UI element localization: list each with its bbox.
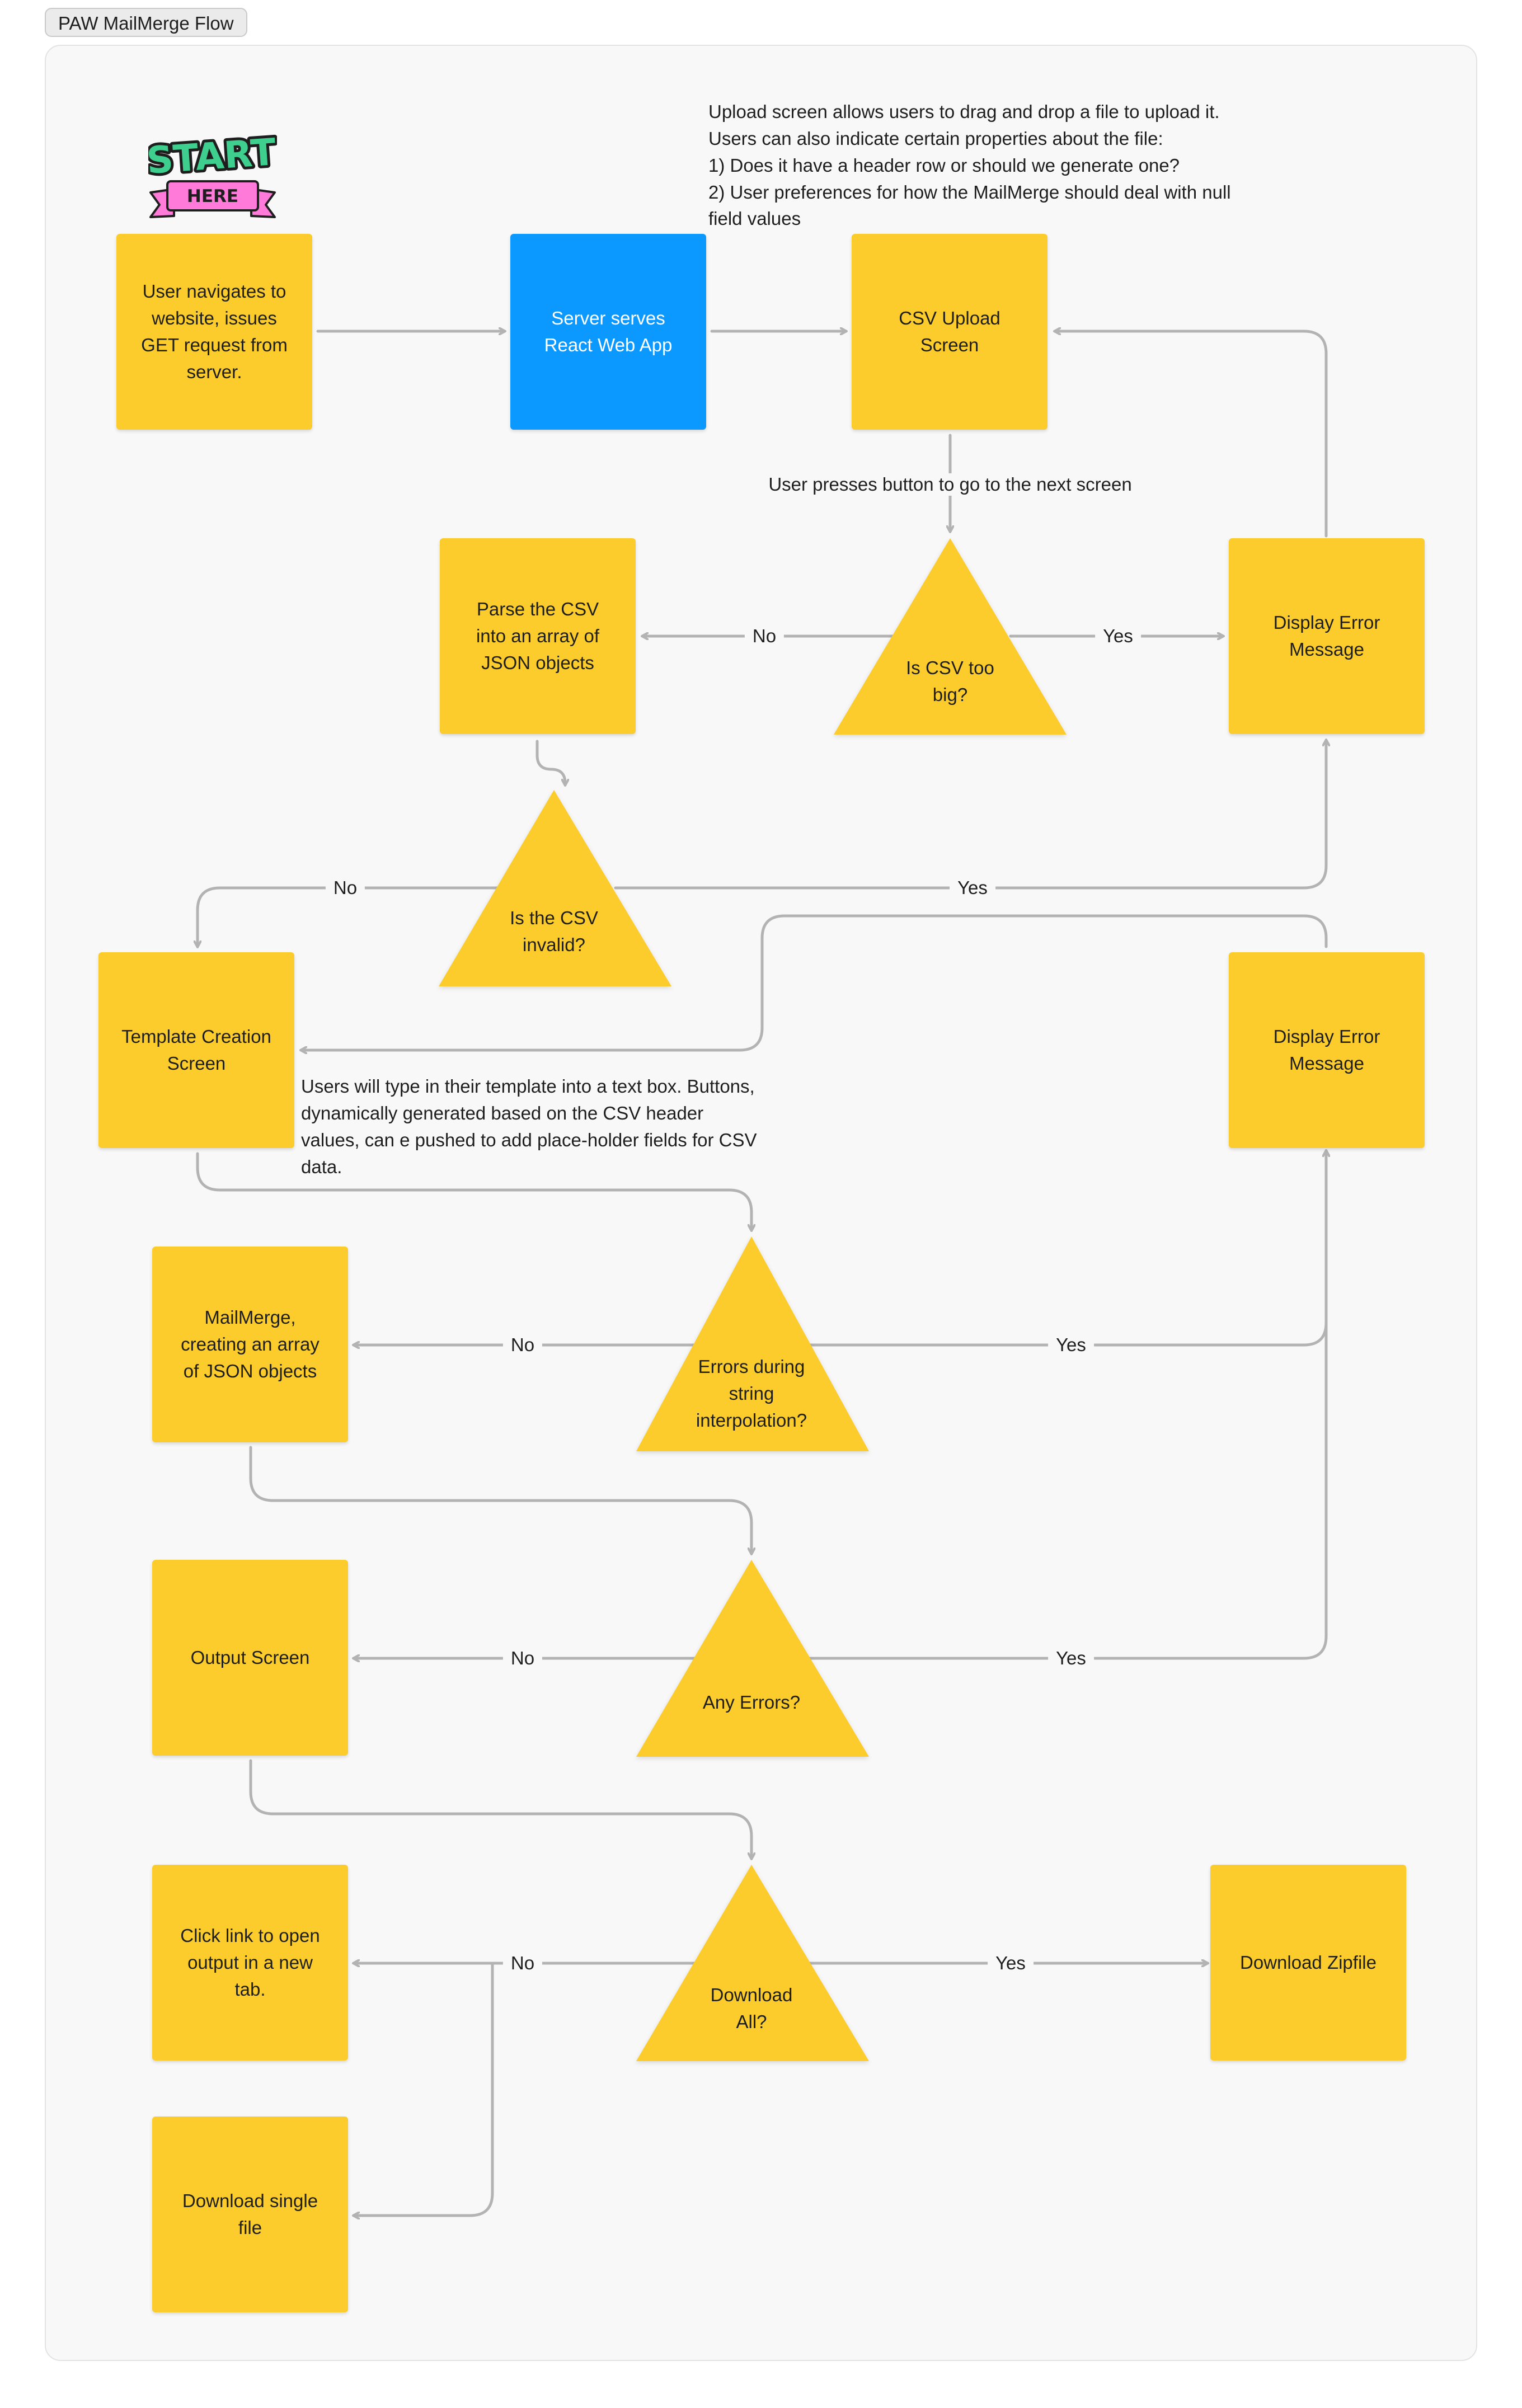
note-line: dynamically generated based on the CSV h…: [301, 1102, 704, 1123]
edge-label-csvbig-yes: Yes: [1095, 625, 1141, 647]
note-line: field values: [708, 208, 801, 229]
note-line: 2) User preferences for how the MailMerg…: [708, 181, 1231, 203]
note-line: data.: [301, 1156, 342, 1177]
node-display-error-2[interactable]: Display Error Message: [1229, 952, 1425, 1148]
node-parse-csv[interactable]: Parse the CSV into an array of JSON obje…: [440, 538, 636, 734]
note-line: values, can e pushed to add place-holder…: [301, 1129, 757, 1150]
edge-label-anyerrors-yes: Yes: [1048, 1647, 1094, 1669]
edge-label-anyerrors-no: No: [502, 1647, 543, 1669]
edge-invalid-yes: [614, 740, 1326, 890]
svg-text:HERE: HERE: [187, 186, 238, 206]
note-template-screen: Users will type in their template into a…: [301, 1073, 757, 1180]
edge-label-interp-no: No: [502, 1334, 543, 1356]
node-server-serves[interactable]: Server serves React Web App: [510, 234, 706, 430]
note-line: Users can also indicate certain properti…: [708, 128, 1163, 149]
edge-parse-to-invalid: [535, 740, 565, 785]
svg-text:START: START: [148, 132, 277, 182]
node-mailmerge[interactable]: MailMerge, creating an array of JSON obj…: [152, 1247, 348, 1442]
decision-label-csv-too-big: Is CSV too big?: [906, 657, 994, 705]
edge-label-interp-yes: Yes: [1048, 1334, 1094, 1356]
node-download-zipfile[interactable]: Download Zipfile: [1210, 1865, 1406, 2061]
decision-any-errors: [636, 1560, 869, 1757]
edge-download-no-branch: [354, 1962, 494, 2216]
edge-label-csvbig-no: No: [744, 625, 785, 647]
edge-label-invalid-yes: Yes: [950, 877, 995, 899]
decision-csv-invalid: [439, 790, 671, 986]
edge-anyerrors-yes: [806, 1151, 1326, 1660]
edge-template-to-interp: [196, 1152, 751, 1230]
edge-interp-yes: [806, 1151, 1326, 1347]
decision-download-all: [636, 1865, 869, 2061]
node-output-screen[interactable]: Output Screen: [152, 1560, 348, 1756]
node-csv-upload-screen[interactable]: CSV Upload Screen: [852, 234, 1047, 430]
edge-invalid-no: [198, 886, 500, 947]
decision-label-any-errors: Any Errors?: [702, 1692, 801, 1713]
board-title[interactable]: PAW MailMerge Flow: [45, 8, 247, 37]
decision-label-download-all: Download All?: [710, 1984, 793, 2032]
decision-csv-too-big: [834, 538, 1067, 735]
decision-label-errors-interpolation: Errors during string interpolation?: [696, 1356, 807, 1431]
edge-output-to-download: [249, 1759, 751, 1859]
edge-label-button-next: User presses button to go to the next sc…: [760, 473, 1140, 496]
node-display-error-1[interactable]: Display Error Message: [1229, 538, 1425, 734]
note-line: Upload screen allows users to drag and d…: [708, 101, 1220, 122]
svg-text:START: START: [148, 132, 277, 182]
edge-label-invalid-no: No: [325, 877, 365, 899]
start-sticker: START START: [148, 132, 277, 185]
node-download-single[interactable]: Download single file: [152, 2117, 348, 2312]
decision-label-csv-invalid: Is the CSV invalid?: [510, 907, 598, 955]
here-ribbon: HERE: [149, 180, 276, 218]
node-template-creation[interactable]: Template Creation Screen: [98, 952, 294, 1148]
node-user-navigates[interactable]: User navigates to website, issues GET re…: [116, 234, 312, 430]
edge-label-download-yes: Yes: [988, 1952, 1034, 1974]
edge-error1-to-upload: [1055, 331, 1328, 538]
note-line: 1) Does it have a header row or should w…: [708, 154, 1180, 176]
edge-error2-to-template: [301, 914, 1328, 1050]
start-here-badge: START START HERE: [148, 132, 277, 218]
note-line: Users will type in their template into a…: [301, 1076, 755, 1097]
decision-errors-interpolation: [636, 1236, 869, 1451]
edge-label-download-no: No: [502, 1952, 543, 1974]
edge-mailmerge-to-anyerrors: [249, 1446, 751, 1554]
note-upload-screen: Upload screen allows users to drag and d…: [708, 98, 1231, 232]
node-click-link[interactable]: Click link to open output in a new tab.: [152, 1865, 348, 2061]
